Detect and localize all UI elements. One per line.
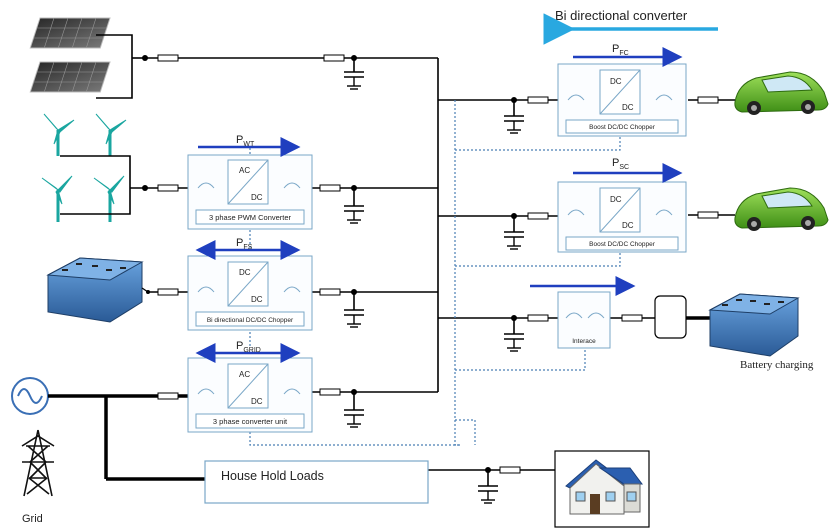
title-text: Bi directional converter	[555, 8, 688, 23]
grid-label: Grid	[22, 513, 43, 525]
wt-caption: 3 phase PWM Converter	[209, 213, 292, 222]
fs-caption: Bi directional DC/DC Chopper	[207, 317, 294, 324]
pwt-label: PWT	[236, 134, 255, 148]
battery-bank-icon	[48, 258, 148, 322]
converter-fs: DC DC Bi directional DC/DC Chopper	[188, 256, 312, 330]
grid-feeder	[60, 396, 205, 479]
charger-box	[655, 296, 686, 338]
psc-label: PSC	[612, 157, 629, 171]
battery-charging-label: Battery charging	[740, 359, 814, 371]
fs-top-label: DC	[239, 268, 251, 277]
car-icon	[735, 188, 828, 231]
converter-wt: AC DC 3 phase PWM Converter	[188, 155, 312, 229]
converter-batt-interface: Interace	[558, 292, 610, 348]
fs-bottom-label: DC	[251, 295, 263, 304]
car-icon	[735, 72, 828, 115]
sc-top-label: DC	[610, 195, 622, 204]
solar-panel-icon	[30, 18, 110, 92]
sc-bottom-label: DC	[622, 221, 634, 230]
sc-caption: Boost DC/DC Chopper	[589, 241, 656, 248]
converter-grid: AC DC 3 phase converter unit	[188, 358, 312, 432]
batt-caption: Interace	[572, 338, 596, 345]
capacitor-icons	[344, 72, 524, 503]
converter-sc: DC DC Boost DC/DC Chopper	[558, 182, 686, 252]
pgrid-label: PGRID	[236, 340, 261, 354]
fc-caption: Boost DC/DC Chopper	[589, 124, 656, 131]
house-loads-label: House Hold Loads	[221, 469, 324, 483]
converter-fc: DC DC Boost DC/DC Chopper	[558, 64, 686, 136]
wt-bottom-label: DC	[251, 193, 263, 202]
fc-bottom-label: DC	[622, 103, 634, 112]
wt-top-label: AC	[239, 166, 250, 175]
house-icon	[555, 451, 649, 527]
wind-turbine-icon	[42, 114, 126, 222]
transmission-tower-icon	[22, 430, 54, 496]
ac-source-icon	[12, 378, 60, 414]
fc-top-label: DC	[610, 77, 622, 86]
grid-top-label: AC	[239, 370, 250, 379]
battery-charging-icon	[710, 294, 798, 356]
pfc-label: PFC	[612, 43, 629, 57]
grid-bottom-label: DC	[251, 397, 263, 406]
grid-caption: 3 phase converter unit	[213, 417, 288, 426]
